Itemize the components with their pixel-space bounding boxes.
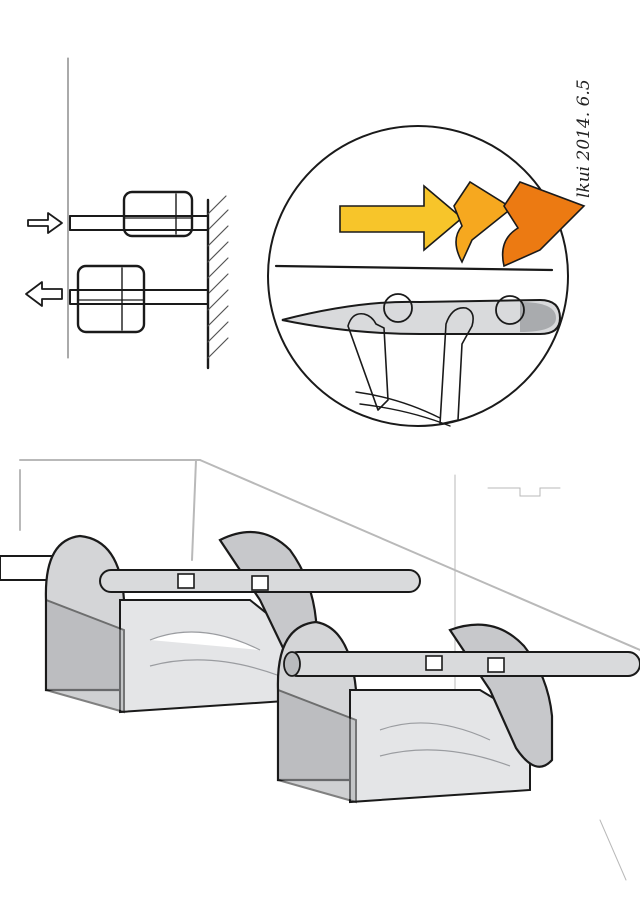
lower-block <box>76 264 146 334</box>
left-hand <box>347 312 389 411</box>
circle-detail-view <box>267 125 586 427</box>
motion-arrow-deep-orange-icon <box>501 181 586 268</box>
wall-hatching <box>207 195 229 359</box>
front-unit-rod <box>285 651 640 677</box>
detail-circle <box>267 125 569 427</box>
motion-arrow-orange-icon <box>453 180 514 264</box>
right-hand <box>439 307 474 425</box>
perspective-render <box>0 530 640 804</box>
handle-hole-1 <box>383 293 413 323</box>
side-view-diagram <box>25 57 229 370</box>
upper-block <box>122 190 194 238</box>
motion-arrow-yellow-icon <box>339 184 464 252</box>
handle-hole-2 <box>495 295 525 325</box>
push-right-arrow-icon <box>27 212 63 234</box>
lower-bar <box>69 289 209 305</box>
pull-left-arrow-icon <box>25 281 63 307</box>
artist-signature: lkui 2014. 6.5 <box>574 79 594 198</box>
cylinder-bar <box>281 298 562 335</box>
